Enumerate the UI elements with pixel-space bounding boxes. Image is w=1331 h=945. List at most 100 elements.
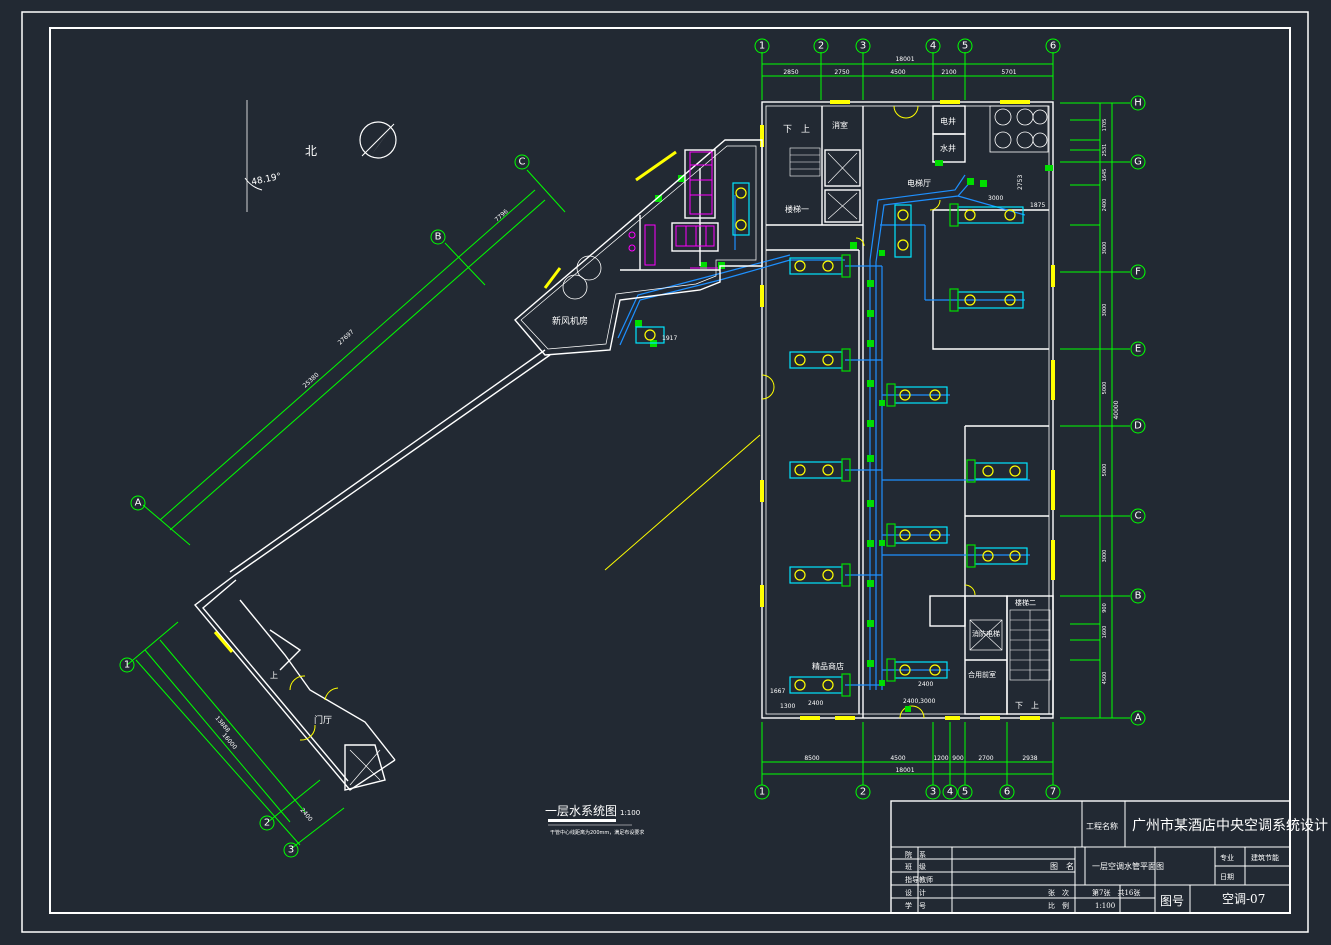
svg-text:2: 2 [860,787,866,798]
project-name: 广州市某酒店中央空调系统设计 [1132,817,1328,834]
svg-text:B: B [435,232,442,243]
svg-text:3: 3 [930,787,936,798]
svg-text:3: 3 [288,845,294,856]
svg-text:2100: 2100 [941,69,956,76]
skew-axis-bubbles: C B A 1 2 3 [119,154,530,858]
svg-text:消防电梯: 消防电梯 [972,629,1000,638]
svg-text:4500: 4500 [890,69,905,76]
svg-text:合用前室: 合用前室 [968,670,996,679]
svg-text:900: 900 [952,755,964,762]
svg-text:张 次: 张 次 [1048,888,1069,897]
drawing-name: 一层空调水管平面图 [1092,861,1164,871]
axis-label: 4 [930,41,936,52]
svg-text:5000: 5000 [1102,382,1108,395]
svg-text:1: 1 [759,787,765,798]
svg-text:新风机房: 新风机房 [552,315,588,327]
svg-text:水井: 水井 [940,143,956,153]
reference-line [604,434,761,571]
top-axis-bubbles: 1 2 3 4 5 6 [754,38,1061,54]
svg-text:D: D [1134,421,1142,432]
svg-text:图 名: 图 名 [1050,861,1074,871]
fan-coil-units [635,182,1028,697]
svg-text:2400: 2400 [298,807,313,823]
svg-text:1:100: 1:100 [1095,902,1115,910]
axis-label: 3 [860,41,866,52]
svg-text:1875: 1875 [1030,202,1045,209]
svg-text:6: 6 [1004,787,1010,798]
svg-text:消室: 消室 [832,120,848,130]
svg-text:下 上: 下 上 [1015,701,1039,710]
svg-text:7: 7 [1050,787,1056,798]
svg-text:1300: 1300 [780,703,795,710]
svg-text:日期: 日期 [1220,873,1234,881]
svg-text:比 例: 比 例 [1048,901,1069,910]
svg-text:40000: 40000 [1113,400,1120,419]
svg-text:G: G [1134,157,1142,168]
svg-text:E: E [1135,344,1141,355]
svg-text:16000: 16000 [220,732,238,751]
svg-text:2938: 2938 [1022,755,1037,762]
north-arrow-icon [244,100,397,212]
figure-number: 空调-07 [1222,892,1265,906]
right-axes [1060,102,1130,719]
angle-label: 48.19° [251,172,283,188]
svg-text:第7张 共16张: 第7张 共16张 [1092,888,1140,897]
svg-text:27697: 27697 [337,328,356,346]
svg-text:8500: 8500 [804,755,819,762]
right-dimension-text: 40000 1705 2531 1645 2400 3000 3000 5000… [1102,119,1120,685]
svg-text:图号: 图号 [1160,894,1184,908]
svg-text:B: B [1135,591,1142,602]
lobby-doors [213,150,677,741]
svg-text:上: 上 [270,671,278,680]
svg-text:5701: 5701 [1001,69,1016,76]
svg-text:2400: 2400 [1102,199,1108,212]
sanitary-fixtures [628,151,718,269]
svg-text:4500: 4500 [890,755,905,762]
doors [761,105,976,719]
axis-label: 5 [962,41,968,52]
svg-text:指导教师: 指导教师 [905,875,933,884]
svg-text:设 计: 设 计 [905,888,926,897]
svg-text:1705: 1705 [1102,119,1108,132]
svg-text:A: A [135,498,142,509]
svg-text:18001: 18001 [895,56,914,63]
drawing-scale: 1:100 [620,809,640,817]
outdoor-units [989,105,1049,153]
axis-label: 1 [759,41,765,52]
north-label: 北 [305,144,317,158]
svg-text:5000: 5000 [1102,464,1108,477]
building-walls [761,101,1054,719]
svg-text:C: C [519,157,526,168]
top-axes [761,52,1054,100]
water-pipes [617,174,1030,690]
svg-text:C: C [1135,511,1142,522]
svg-text:学 号: 学 号 [905,901,926,910]
svg-text:电梯厅: 电梯厅 [907,178,931,188]
svg-text:院 系: 院 系 [905,850,926,859]
right-axis-bubbles: H G F E D C B A [1130,95,1146,726]
title-block-frame [890,800,1291,914]
angled-wing-walls [514,139,763,356]
svg-text:门厅: 门厅 [314,714,332,726]
svg-text:1: 1 [124,660,130,671]
svg-text:2400: 2400 [808,700,823,707]
svg-text:18001: 18001 [895,767,914,774]
svg-text:工程名称: 工程名称 [1086,821,1118,831]
svg-text:5: 5 [962,787,968,798]
svg-text:F: F [1135,267,1141,278]
windows [760,100,1055,720]
svg-text:建筑节能: 建筑节能 [1251,853,1279,862]
axis-label: 6 [1050,41,1056,52]
drawing-title: 一层水系统图 [545,804,617,818]
axis-label: 2 [818,41,824,52]
bottom-axis-bubbles: 1 2 3 4 5 6 7 [754,784,1061,800]
svg-text:4: 4 [947,787,953,798]
svg-text:2400: 2400 [918,681,933,688]
svg-text:3000: 3000 [1102,304,1108,317]
lobby-building-walls [193,349,551,791]
pipe-fittings [635,160,1053,712]
svg-text:3000: 3000 [988,195,1003,202]
svg-text:精品商店: 精品商店 [812,661,844,671]
skew-axes [126,169,566,849]
